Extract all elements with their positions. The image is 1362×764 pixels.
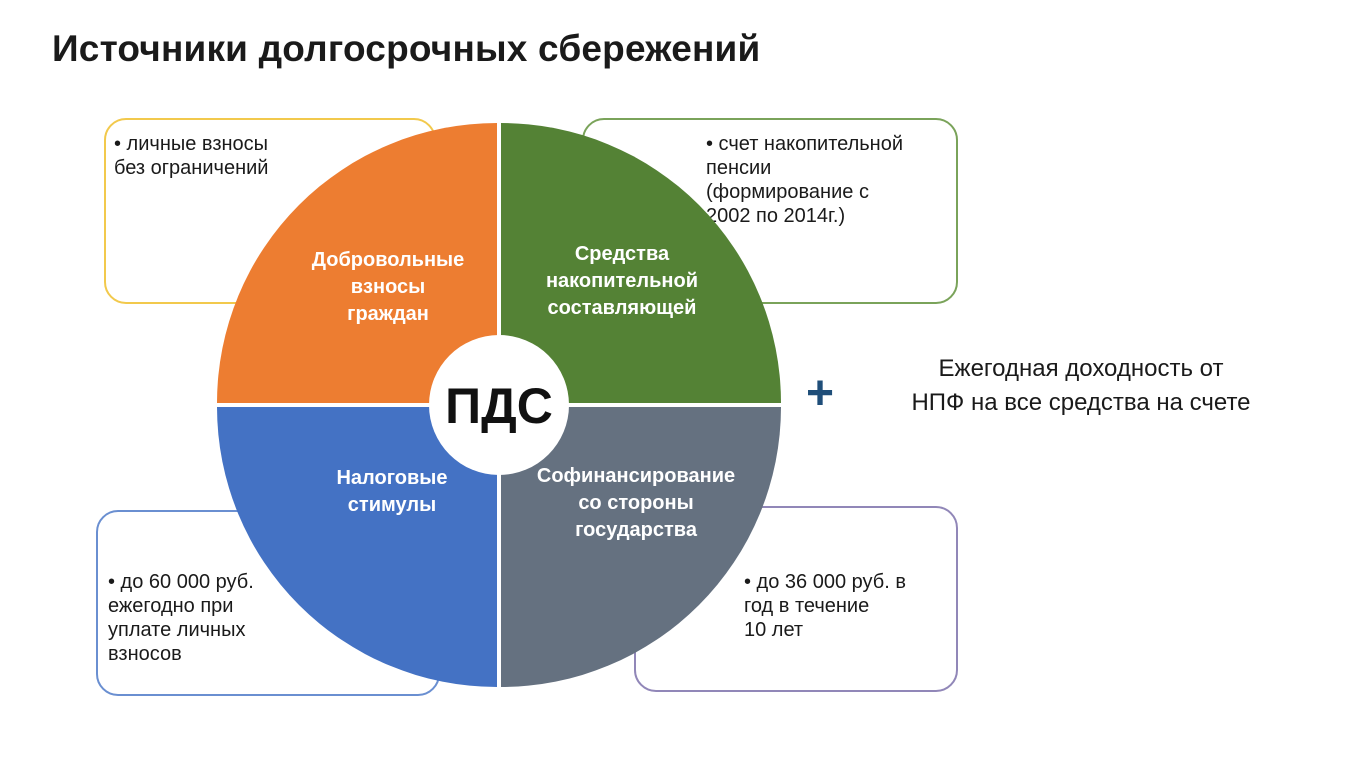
segment-label-line: накопительной xyxy=(546,270,698,292)
yield-text: Ежегодная доходность от НПФ на все средс… xyxy=(876,352,1286,420)
segment-label-cofinancing: Софинансирование со стороны государства xyxy=(537,465,735,541)
segment-voluntary xyxy=(217,123,497,403)
note-text-tax: • до 60 000 руб. ежегодно при уплате лич… xyxy=(108,571,254,665)
segment-funded xyxy=(501,123,781,403)
note-text-voluntary: • личные взносы без ограничений xyxy=(114,133,269,179)
segment-tax xyxy=(217,407,497,687)
segment-cofinancing xyxy=(501,407,781,687)
note-text-cofinancing: • до 36 000 руб. в год в течение 10 лет xyxy=(744,571,906,641)
center-circle xyxy=(429,335,569,475)
segment-label-line: государства xyxy=(575,519,698,541)
segment-label-line: Софинансирование xyxy=(537,465,735,487)
plus-sign: + xyxy=(806,367,835,420)
segment-label-line: Средства xyxy=(575,243,670,265)
segment-label-line: со стороны xyxy=(578,492,693,514)
page-title: Источники долгосрочных сбережений xyxy=(52,28,761,69)
note-text-funded: • счет накопительной пенсии (формировани… xyxy=(706,133,904,227)
center-label: ПДС xyxy=(445,378,553,434)
segment-label-line: граждан xyxy=(347,303,429,325)
segment-label-line: Налоговые xyxy=(336,467,447,489)
yield-text-line2: НПФ на все средства на счете xyxy=(911,389,1251,416)
segment-label-tax: Налоговые стимулы xyxy=(336,467,447,516)
segment-label-funded: Средства накопительной составляющей xyxy=(546,243,698,319)
segment-label-line: стимулы xyxy=(348,494,436,516)
segment-label-voluntary: Добровольные взносы граждан xyxy=(312,249,465,325)
yield-text-line1: Ежегодная доходность от xyxy=(938,355,1224,382)
segment-label-line: составляющей xyxy=(548,297,697,319)
segment-label-line: взносы xyxy=(351,276,425,298)
segment-label-line: Добровольные xyxy=(312,249,465,271)
